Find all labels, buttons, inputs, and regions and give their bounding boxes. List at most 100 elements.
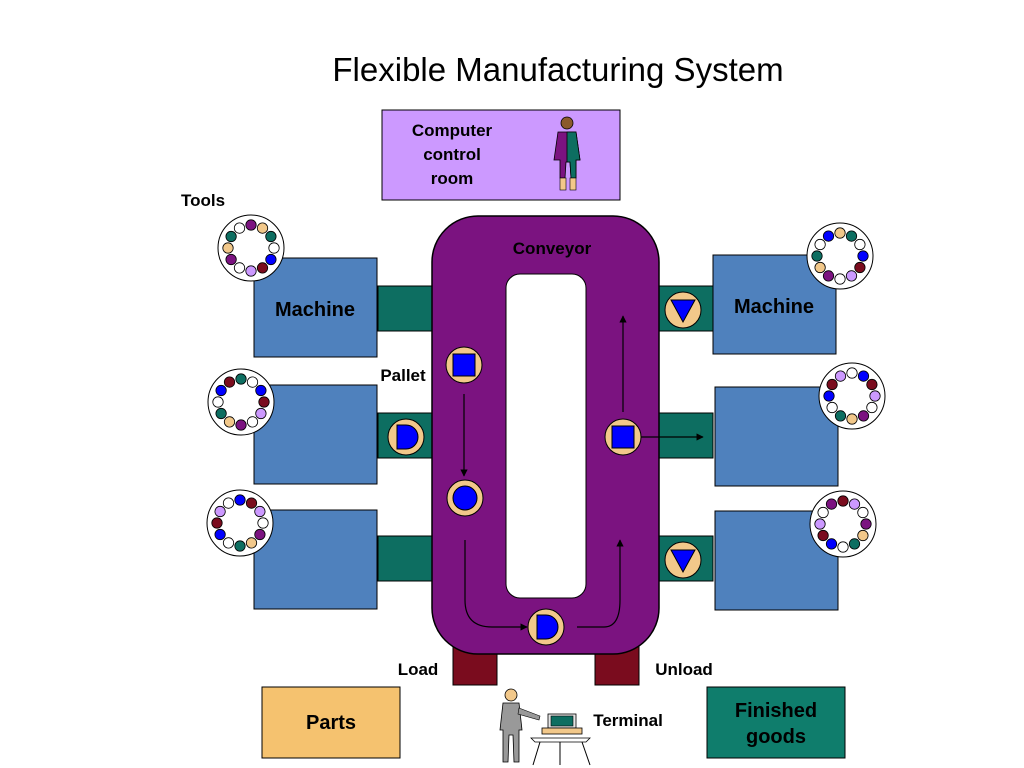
tool-icon	[256, 262, 269, 274]
terminal-label: Terminal	[593, 711, 663, 730]
tool-icon	[857, 410, 870, 422]
parts-box: Parts	[261, 686, 401, 759]
tool-icon	[857, 529, 869, 542]
tool-icon	[822, 230, 835, 242]
tool-icon	[857, 250, 869, 262]
tool-icon	[826, 401, 838, 414]
tool-magazine-6	[809, 490, 877, 558]
tool-icon	[265, 230, 277, 243]
tool-icon	[857, 506, 869, 519]
station-left-3	[377, 535, 433, 582]
tool-magazine-2	[207, 368, 275, 436]
tool-icon	[255, 407, 267, 420]
pallet-label: Pallet	[380, 366, 426, 385]
tool-icon	[823, 390, 835, 402]
pallet-half-circle-left-station	[387, 418, 425, 456]
tool-icon	[234, 540, 246, 552]
tool-magazine-3	[206, 489, 274, 557]
tool-icon	[233, 262, 246, 274]
tool-icon	[814, 238, 826, 251]
unload-label: Unload	[655, 660, 713, 679]
tool-icon	[235, 373, 247, 385]
tool-icon	[854, 261, 866, 274]
pallet-triangle-right-station-1	[664, 291, 702, 329]
tool-icon	[245, 537, 258, 549]
load-label: Load	[398, 660, 439, 679]
tool-icon	[866, 378, 878, 391]
tool-icon	[222, 537, 235, 549]
tools-label: Tools	[181, 191, 225, 210]
page-title: Flexible Manufacturing System	[332, 51, 783, 88]
tool-icon	[869, 390, 881, 402]
tool-icon	[834, 227, 846, 239]
tool-icon	[215, 407, 227, 420]
tool-icon	[834, 273, 846, 285]
conveyor-label: Conveyor	[513, 239, 592, 258]
tool-icon	[846, 413, 858, 425]
tool-icon	[837, 541, 849, 553]
tool-icon	[214, 505, 226, 518]
machine-left-1: Machine	[253, 257, 378, 358]
machine-right-label: Machine	[734, 296, 814, 318]
machine-left-3	[253, 509, 378, 610]
machine-left-label: Machine	[275, 299, 355, 321]
tool-icon	[857, 370, 870, 382]
tool-icon	[235, 419, 247, 431]
finished-goods-box: Finished goods	[706, 686, 846, 759]
tool-icon	[245, 219, 257, 231]
pallet-triangle-right-station-3	[664, 541, 702, 579]
tool-icon	[825, 498, 838, 510]
terminal-operator-icon	[499, 688, 541, 763]
tool-icon	[246, 376, 259, 388]
tool-icon	[817, 529, 829, 542]
tool-icon	[834, 370, 847, 382]
flow-arrow-to-bottom	[464, 540, 528, 631]
tool-magazine-5	[818, 362, 886, 430]
tool-icon	[245, 497, 258, 509]
tool-icon	[233, 222, 246, 234]
tool-icon	[814, 518, 826, 530]
pallet-half-circle-bottom	[527, 608, 565, 646]
tool-icon	[866, 401, 878, 414]
tool-icon	[254, 528, 266, 541]
tool-icon	[834, 410, 847, 422]
pallet-circle-conveyor	[446, 479, 484, 517]
flow-arrow-up-bottom	[577, 539, 624, 628]
tool-icon	[211, 517, 223, 529]
tool-icon	[268, 242, 280, 254]
tool-icon	[222, 497, 235, 509]
pallet-square-right	[604, 418, 642, 456]
tool-magazines	[206, 214, 886, 558]
operator-person-icon	[553, 116, 581, 191]
tool-icon	[258, 396, 270, 408]
tool-icon	[222, 242, 234, 254]
tool-icon	[860, 518, 872, 530]
control-room-label-1: Computer	[412, 121, 493, 140]
tool-icon	[214, 528, 226, 541]
tool-icon	[854, 238, 866, 251]
tool-icon	[848, 498, 861, 510]
tool-icon	[846, 367, 858, 379]
tool-icon	[255, 384, 267, 397]
terminal-computer-icon	[530, 713, 591, 766]
tool-magazine-1	[217, 214, 285, 282]
pallet-square-conveyor	[445, 346, 483, 384]
tool-icon	[225, 230, 237, 243]
tool-icon	[254, 505, 266, 518]
tool-icon	[223, 416, 236, 428]
tool-icon	[212, 396, 224, 408]
tool-icon	[845, 230, 858, 242]
tool-icon	[246, 416, 259, 428]
control-room-label-3: room	[431, 169, 474, 188]
computer-control-room: Computer control room	[381, 109, 621, 201]
tool-icon	[826, 378, 838, 391]
tool-icon	[257, 517, 269, 529]
tool-icon	[225, 253, 237, 266]
tool-icon	[837, 495, 849, 507]
station-right-2	[658, 412, 714, 459]
tool-icon	[234, 494, 246, 506]
machine-left-2	[253, 384, 378, 485]
tool-icon	[256, 222, 269, 234]
control-room-label-2: control	[423, 145, 481, 164]
